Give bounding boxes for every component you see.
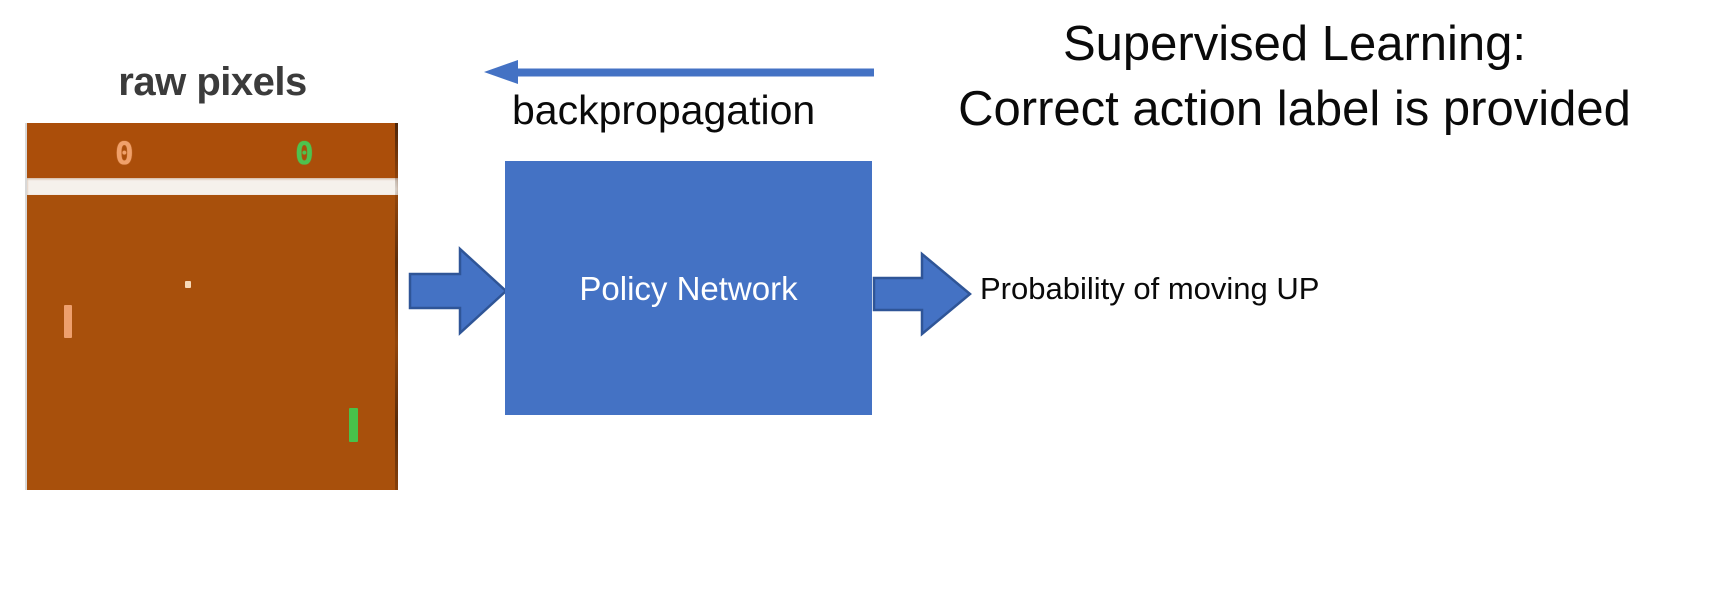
pong-frame-edge [395,123,398,490]
pong-score-right: 0 [295,136,314,172]
pong-score-left: 0 [115,136,134,172]
pong-play-field [27,195,398,490]
caption-line-1: Supervised Learning: [1062,17,1527,71]
output-probability-label: Probability of moving UP [980,271,1320,306]
pong-ball-icon [185,281,191,288]
input-arrow-icon [408,244,508,338]
backpropagation-arrow-icon [484,58,874,88]
caption-line-2: Correct action label is provided [958,81,1631,136]
raw-pixels-label: raw pixels [118,60,307,104]
pong-game-screenshot: 0 0 [25,123,398,490]
backpropagation-label: backpropagation [512,87,816,133]
supervised-learning-caption: Supervised Learning: Correct action labe… [860,12,1729,141]
pong-divider-bar [27,178,398,195]
policy-network-label: Policy Network [579,269,798,307]
pong-score-band [27,123,398,178]
pong-paddle-left [64,305,72,338]
pong-paddle-right [349,408,358,442]
output-arrow-icon [872,250,972,338]
policy-network-box: Policy Network [505,161,872,415]
